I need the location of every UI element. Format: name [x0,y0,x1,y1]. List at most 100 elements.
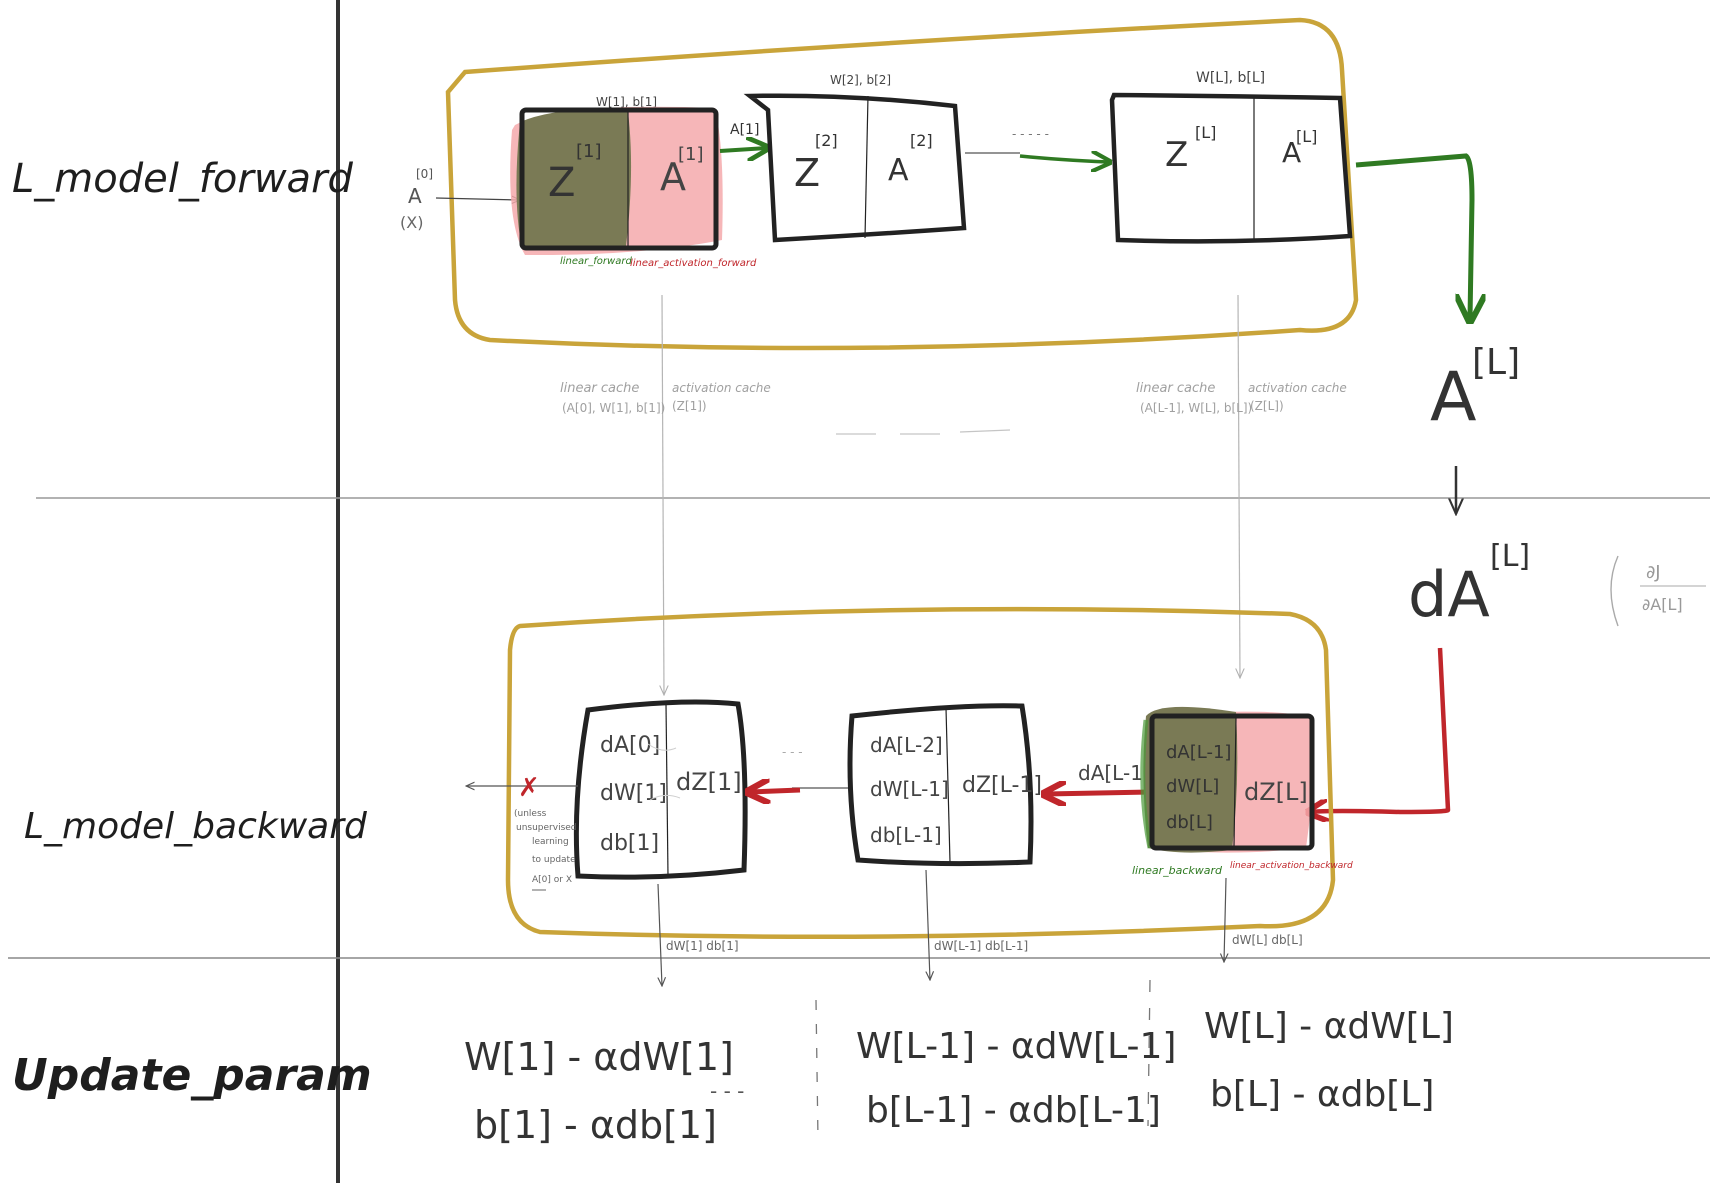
backward-layer-lm1-db: db[L-1] [870,823,942,847]
backward-model-enclosure [505,606,1336,940]
update-col3-b: b[L] - αdb[L] [1210,1074,1434,1115]
update-col1-w: W[1] - αdW[1] [464,1035,734,1079]
forward-layer2-a: A [888,153,909,188]
backward-layerL-dw: dW[L] [1166,776,1219,797]
update-col1-dots: - - - [710,1079,744,1103]
backward-layer-lm1-da: dA[L-2] [870,733,943,757]
cache-right-linear: linear cache [1136,381,1215,396]
forward-layerL-a-sup: [L] [1296,127,1317,146]
output-derivative-paren [1610,555,1619,627]
output-al-sup: [L] [1472,342,1520,383]
backward-note-2: learning [532,837,569,847]
cache-left-activation: activation cache [672,381,771,395]
forward-layer2-split [864,95,869,239]
forward-input-a-sup: [0] [416,167,433,181]
forward-layer2-z-sup: [2] [815,131,838,150]
row-label-forward: L_model_forward [12,156,354,202]
forward-layer2-a-sup: [2] [910,131,933,150]
backward-note-0: (unless [514,809,547,819]
forward-input-a: A [408,184,422,208]
forward-layerL-z: Z [1165,135,1188,175]
update-col1-b: b[1] - αdb[1] [474,1103,717,1147]
backward-layer-lm1-dw: dW[L-1] [870,777,949,801]
backward-layerL-olive-highlight [1143,706,1238,853]
backward-layerL-box [1149,713,1315,851]
backward-layerL-dz: dZ[L] [1244,778,1308,806]
forward-layer1-box [519,107,719,251]
cache-line-right [1238,294,1240,678]
forward-layer1-olive-highlight [516,109,632,249]
backward-drop-lm1-label: dW[L-1] db[L-1] [934,939,1028,953]
forward-layer2-box [743,93,967,243]
forward-layer1-label-activation: linear_activation_forward [630,258,757,269]
backward-drop-L [1224,877,1226,962]
forward-layer1-a-sup: [1] [678,144,704,165]
cache-right-activation-val: (Z[L]) [1250,399,1284,413]
forward-arrow-1-2 [719,148,766,151]
backward-layerL-split [1233,717,1237,847]
backward-layerL-da: dA[L-1] [1166,742,1231,763]
forward-layer1-params: W[1], b[1] [596,95,657,109]
output-derivative-den: ∂A[L] [1642,595,1683,614]
backward-drop-1 [658,883,662,986]
forward-layer1-z: Z [548,160,575,206]
row-label-update: Update_param [12,1050,372,1101]
cache-dashes [836,429,1011,435]
backward-output-cross: ✗ [518,773,540,803]
cache-left-linear: linear cache [560,381,639,396]
backward-layerL-green-edge [1140,719,1153,849]
forward-layerL-a: A [1282,136,1301,169]
backward-layerL-label-activation: linear_activation_backward [1230,861,1353,871]
forward-model-enclosure [445,17,1359,351]
update-separator-1 [815,999,819,1141]
forward-layer2-z: Z [794,151,820,195]
forward-arrow-dots-L [1019,156,1108,162]
forward-output-arrow [1355,153,1472,318]
update-separator-2 [1147,979,1151,1127]
forward-layer1-label-linear: linear_forward [560,256,632,267]
forward-dots: - - - - - [1012,127,1049,141]
cache-left-activation-val: (Z[1]) [672,399,707,413]
backward-layer1-split [665,703,669,877]
forward-layerL-box [1109,92,1353,244]
backward-layer1-faint-marks [647,743,681,801]
forward-layer1-a: A [660,155,686,199]
backward-layer-lm1-split [945,707,951,863]
row-label-backward: L_model_backward [24,806,368,847]
backward-arrow-L-lm1 [1046,792,1153,794]
backward-between-da: dA[L-1] [1078,761,1151,785]
forward-layerL-z-sup: [L] [1195,123,1216,142]
backward-input-arrow [1310,647,1451,812]
backward-layer1-dz: dZ[1] [676,768,742,796]
output-derivative-num: ∂J [1646,562,1661,583]
backward-layer-lm1-box [847,703,1034,867]
backward-layerL-label-linear: linear_backward [1132,864,1223,877]
forward-input-x: (X) [400,213,423,232]
backward-drop-1-label: dW[1] db[1] [666,939,739,953]
forward-layer1-out-label: A[1] [730,122,759,138]
backward-note-4: A[0] or X [532,875,572,885]
backward-note-1: unsupervised [516,823,577,833]
backward-layer1-box [573,699,748,880]
forward-layer2-params: W[2], b[2] [830,73,891,87]
backward-dots: - - - [782,745,803,759]
forward-input-arrow [435,198,520,200]
cache-right-activation: activation cache [1248,381,1347,395]
backward-drop-L-label: dW[L] db[L] [1232,933,1303,947]
update-col2-b: b[L-1] - αdb[L-1] [866,1090,1161,1131]
output-dal-sup: [L] [1490,539,1530,574]
forward-layerL-params: W[L], b[L] [1196,70,1265,86]
backward-note-3: to update [532,855,576,865]
forward-layer1-z-sup: [1] [576,141,602,162]
backward-layer1-dw: dW[1] [600,781,667,806]
update-col2-w: W[L-1] - αdW[L-1] [856,1026,1176,1067]
cache-left-linear-val: (A[0], W[1], b[1]) [562,401,665,415]
backward-drop-lm1 [926,869,930,980]
output-al: A [1430,358,1477,437]
output-dal: dA [1408,558,1490,631]
backward-layer-lm1-dz: dZ[L-1] [962,773,1042,798]
backward-arrow-red-lm1-1 [750,790,801,792]
update-col3-w: W[L] - αdW[L] [1204,1006,1454,1047]
cache-line-left [662,294,664,695]
